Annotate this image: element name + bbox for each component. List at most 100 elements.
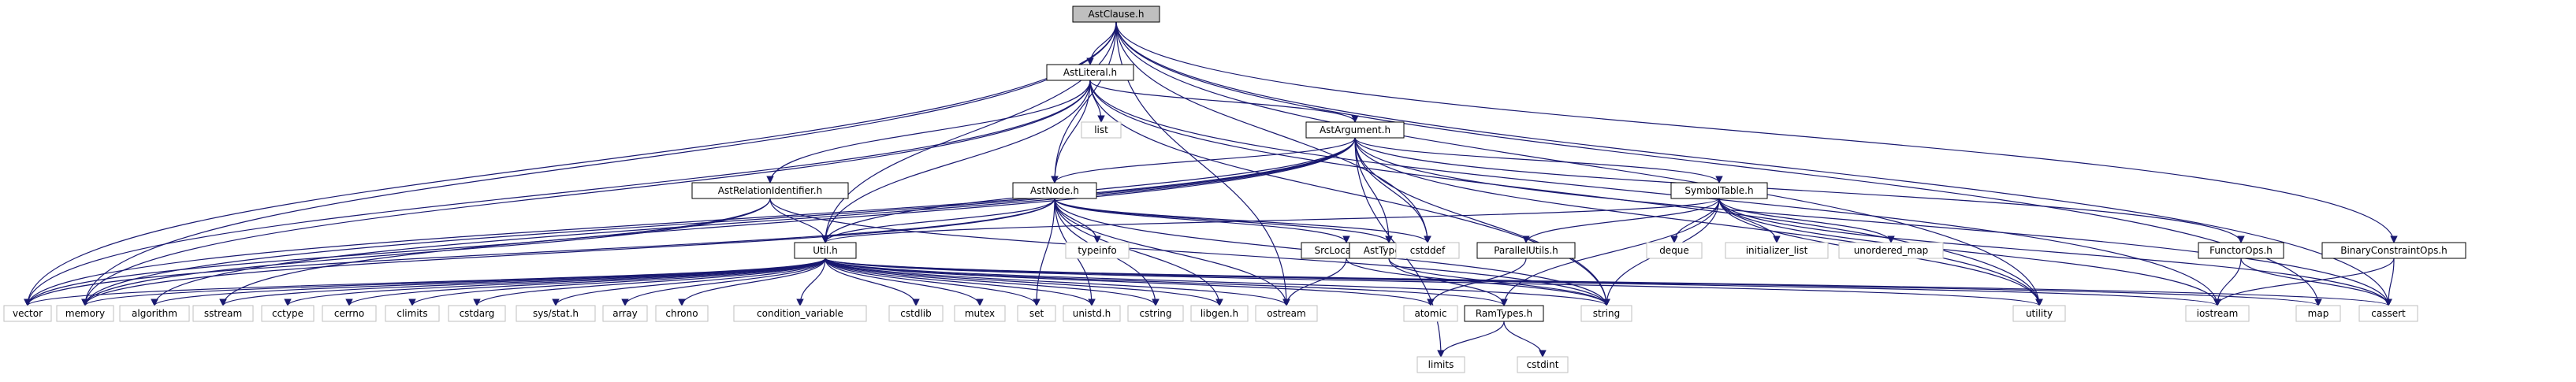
- edge-astnode-to-set: [1033, 198, 1055, 306]
- edge-ramtypes-to-limits: [1437, 321, 1505, 358]
- edge-symboltable-to-deque: [1670, 198, 1720, 243]
- edge-astliteral-to-astargument: [1089, 80, 1359, 123]
- node-memory: memory: [56, 305, 114, 322]
- node-cstdint-label: cstdint: [1527, 359, 1559, 370]
- edge-util-to-sstream: [219, 258, 826, 306]
- node-symboltable[interactable]: SymbolTable.h: [1670, 182, 1768, 199]
- edge-symboltable-to-util: [821, 198, 1720, 243]
- node-deque-box: [1646, 242, 1703, 259]
- edge-util-to-climits: [408, 258, 826, 306]
- node-algorithm-box: [119, 305, 190, 322]
- node-initializer_list: initializer_list: [1725, 242, 1829, 259]
- edge-astrelid-to-string: [769, 198, 1610, 306]
- node-cstddef: cstddef: [1395, 242, 1460, 259]
- edge-astargument-to-memory: [81, 137, 1356, 306]
- edge-astclause-to-cstddef: [1115, 21, 1431, 243]
- node-util-label: Util.h: [813, 245, 838, 256]
- node-astargument-box: [1305, 121, 1405, 139]
- node-cstdlib-label: cstdlib: [900, 308, 931, 319]
- node-util-box: [794, 242, 857, 259]
- node-sstream-label: sstream: [204, 308, 242, 319]
- node-binconstraint-box: [2321, 242, 2466, 259]
- node-functorops-box: [2198, 242, 2284, 259]
- edge-util-to-memory: [81, 258, 826, 306]
- node-cctype: cctype: [261, 305, 315, 322]
- node-unistd-label: unistd.h: [1073, 308, 1111, 319]
- edge-util-to-libgen: [825, 258, 1223, 306]
- node-util[interactable]: Util.h: [794, 242, 857, 259]
- node-cstdarg-label: cstdarg: [460, 308, 495, 319]
- node-astnode-label: AstNode.h: [1030, 185, 1079, 196]
- node-set-box: [1017, 305, 1056, 322]
- edge-symboltable-to-parallelutils: [1522, 198, 1720, 243]
- node-memory-label: memory: [65, 308, 105, 319]
- node-unistd: unistd.h: [1063, 305, 1121, 322]
- node-atomic-box: [1403, 305, 1458, 322]
- node-vector-label: vector: [13, 308, 43, 319]
- edge-util-to-string: [825, 258, 1610, 306]
- node-astclause-label: AstClause.h: [1089, 9, 1145, 20]
- edge-symboltable-to-cassert: [1718, 198, 2392, 306]
- node-string: string: [1580, 305, 1632, 322]
- edge-srclocation-to-ostream: [1282, 258, 1347, 306]
- edge-ramtypes-to-cstdint: [1503, 321, 1547, 358]
- edge-astnode-to-srclocation: [1054, 198, 1350, 243]
- node-astrelid-label: AstRelationIdentifier.h: [718, 185, 822, 196]
- node-algorithm: algorithm: [119, 305, 190, 322]
- node-memory-box: [56, 305, 114, 322]
- edge-astliteral-to-astnode: [1051, 80, 1091, 184]
- node-astclause[interactable]: AstClause.h: [1072, 6, 1160, 23]
- node-cstdint-box: [1517, 356, 1569, 373]
- node-astliteral-box: [1046, 64, 1134, 81]
- node-astrelid[interactable]: AstRelationIdentifier.h: [691, 182, 849, 199]
- node-array: array: [602, 305, 648, 322]
- node-list: list: [1081, 121, 1122, 139]
- edge-astclause-to-astnode: [1051, 21, 1117, 184]
- edge-asttypes-to-ramtypes: [1388, 258, 1508, 306]
- node-list-box: [1081, 121, 1122, 139]
- edge-util-to-condvar: [796, 258, 826, 306]
- edge-util-to-cassert: [825, 258, 2392, 306]
- edge-parallelutils-to-atomic: [1427, 258, 1527, 306]
- edge-astargument-to-cassert: [1354, 137, 2392, 306]
- node-functorops[interactable]: FunctorOps.h: [2198, 242, 2284, 259]
- node-chrono-box: [655, 305, 709, 322]
- edge-astrelid-to-vector: [24, 198, 771, 306]
- node-sstream: sstream: [192, 305, 254, 322]
- node-ramtypes[interactable]: RamTypes.h: [1464, 305, 1544, 322]
- node-chrono-label: chrono: [665, 308, 698, 319]
- node-typeinfo-label: typeinfo: [1078, 245, 1116, 256]
- edge-util-to-cctype: [284, 258, 826, 306]
- include-edges: [24, 21, 2398, 358]
- edge-astnode-to-asttypes: [1054, 198, 1393, 243]
- node-cstddef-label: cstddef: [1410, 245, 1446, 256]
- node-deque: deque: [1646, 242, 1703, 259]
- node-astargument[interactable]: AstArgument.h: [1305, 121, 1405, 139]
- edge-util-to-cstring: [825, 258, 1160, 306]
- node-astnode[interactable]: AstNode.h: [1012, 182, 1097, 199]
- node-limits-box: [1416, 356, 1465, 373]
- node-functorops-label: FunctorOps.h: [2209, 245, 2273, 256]
- node-string-label: string: [1593, 308, 1620, 319]
- edge-astargument-to-astnode: [1051, 137, 1356, 184]
- node-cctype-label: cctype: [272, 308, 303, 319]
- node-parallelutils-label: ParallelUtils.h: [1494, 245, 1558, 256]
- node-limits: limits: [1416, 356, 1465, 373]
- node-cassert: cassert: [2358, 305, 2418, 322]
- node-ramtypes-box: [1464, 305, 1544, 322]
- node-utility: utility: [2012, 305, 2066, 322]
- node-array-label: array: [612, 308, 637, 319]
- node-astliteral-label: AstLiteral.h: [1063, 67, 1117, 78]
- node-astargument-label: AstArgument.h: [1320, 124, 1390, 135]
- edge-symboltable-to-unordered_map: [1718, 198, 1895, 243]
- node-binconstraint[interactable]: BinaryConstraintOps.h: [2321, 242, 2466, 259]
- edge-asttypes-to-string: [1388, 258, 1610, 306]
- edge-util-to-chrono: [678, 258, 826, 306]
- node-map-label: map: [2308, 308, 2329, 319]
- node-iostream: iostream: [2185, 305, 2250, 322]
- node-condvar-box: [733, 305, 867, 322]
- node-parallelutils[interactable]: ParallelUtils.h: [1476, 242, 1576, 259]
- node-deque-label: deque: [1659, 245, 1689, 256]
- node-astliteral[interactable]: AstLiteral.h: [1046, 64, 1134, 81]
- node-condvar: condition_variable: [733, 305, 867, 322]
